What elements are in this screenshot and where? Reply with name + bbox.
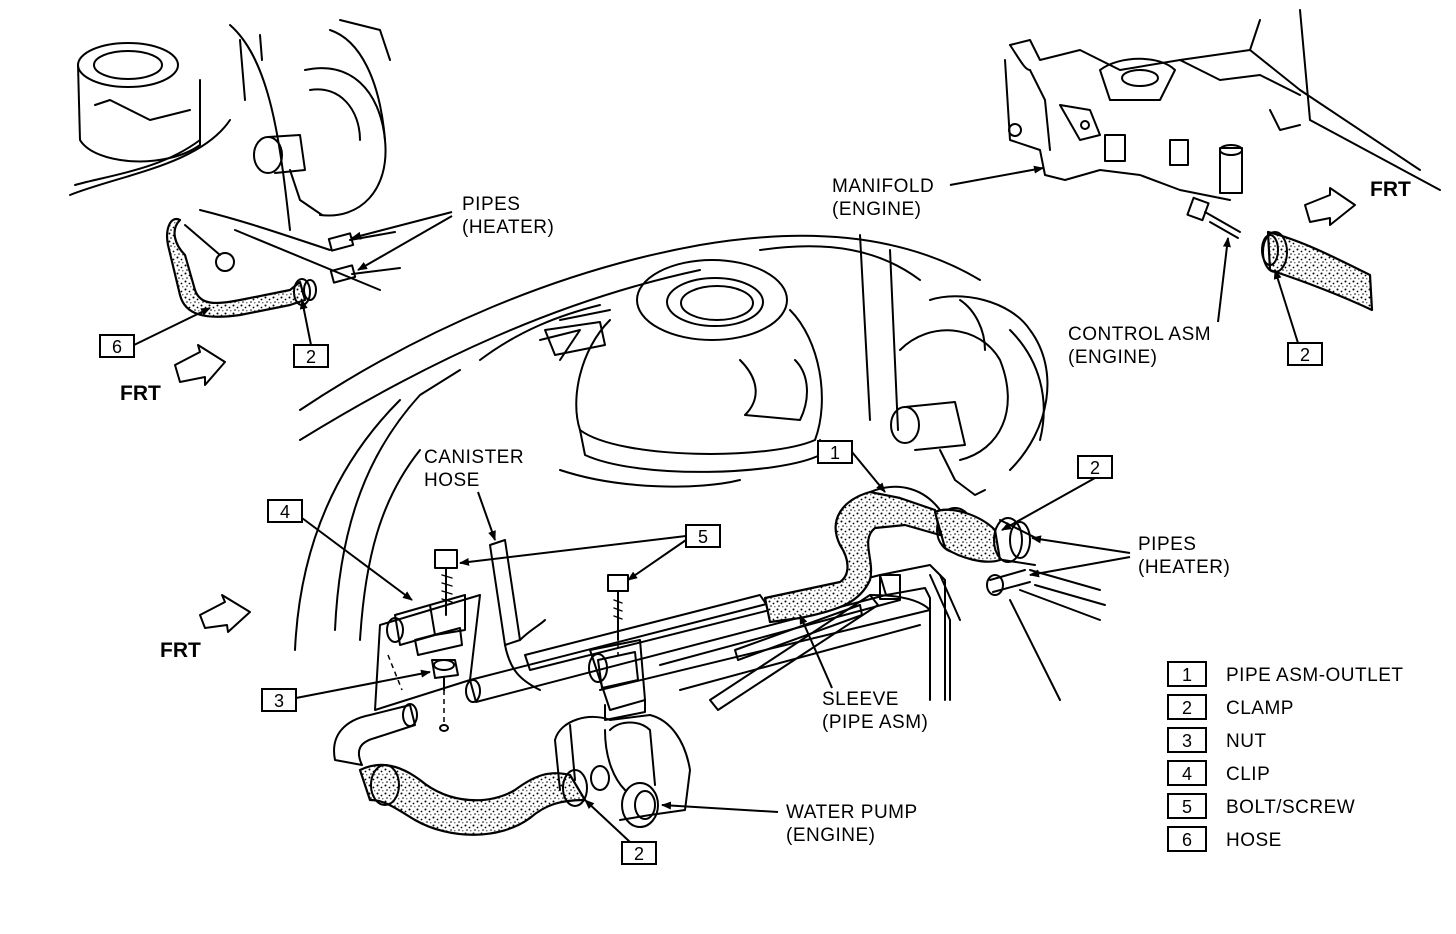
legend-row: 3 NUT — [1167, 727, 1267, 753]
svg-text:2: 2 — [1090, 458, 1100, 478]
callout-2-right: 2 — [1001, 455, 1113, 531]
pipes-heater-top-label-2: (HEATER) — [462, 217, 554, 238]
control-asm-label-1: CONTROL ASM — [1068, 324, 1211, 345]
svg-text:3: 3 — [274, 691, 284, 711]
svg-text:BOLT/SCREW: BOLT/SCREW — [1226, 797, 1355, 818]
legend-row: 4 CLIP — [1167, 760, 1270, 786]
legend-row: 1 PIPE ASM-OUTLET — [1167, 661, 1403, 687]
sleeve-label-1: SLEEVE — [822, 689, 899, 710]
frt-label-top-left: FRT — [120, 382, 161, 405]
canister-hose-label-2: HOSE — [424, 470, 480, 491]
pipes-heater-top-label-1: PIPES — [462, 194, 520, 215]
svg-text:6: 6 — [1182, 830, 1192, 850]
svg-text:HOSE: HOSE — [1226, 830, 1282, 851]
svg-text:1: 1 — [1182, 665, 1192, 685]
callout-6-top-left: 6 — [99, 307, 211, 358]
svg-text:3: 3 — [1182, 731, 1192, 751]
svg-text:CLIP: CLIP — [1226, 764, 1270, 785]
callout-5-main: 5 — [459, 524, 721, 581]
pipes-heater-top-arrow-2 — [357, 215, 453, 271]
parts-legend: 1 PIPE ASM-OUTLET 2 CLAMP 3 NUT 4 CLIP 5… — [1167, 661, 1403, 852]
svg-text:2: 2 — [1182, 698, 1192, 718]
callout-2-top-left: 2 — [293, 299, 329, 368]
svg-text:2: 2 — [634, 844, 644, 864]
frt-label-top-right: FRT — [1370, 178, 1411, 201]
pipes-heater-right-arrow-1 — [1031, 535, 1131, 554]
manifold-label-2: (ENGINE) — [832, 199, 922, 220]
callout-1-main: 1 — [817, 440, 886, 493]
canister-hose-label-1: CANISTER — [424, 447, 524, 468]
callout-2-top-right: 2 — [1273, 269, 1323, 366]
sleeve-arrow — [799, 614, 833, 689]
svg-text:CLAMP: CLAMP — [1226, 698, 1294, 719]
top-right-inset — [1004, 9, 1441, 312]
legend-row: 2 CLAMP — [1167, 694, 1294, 720]
legend-row: 6 HOSE — [1167, 826, 1282, 852]
main-view — [199, 234, 1106, 836]
water-pump-label-1: WATER PUMP — [786, 802, 918, 823]
svg-text:5: 5 — [1182, 797, 1192, 817]
water-pump-arrow — [661, 801, 779, 813]
svg-text:5: 5 — [698, 527, 708, 547]
svg-text:4: 4 — [1182, 764, 1192, 784]
svg-text:6: 6 — [112, 337, 122, 357]
canister-hose-arrow — [477, 491, 496, 541]
legend-row: 5 BOLT/SCREW — [1167, 793, 1355, 819]
control-asm-arrow — [1217, 237, 1231, 323]
pipes-heater-right-label-2: (HEATER) — [1138, 557, 1230, 578]
frt-label-main: FRT — [160, 639, 201, 662]
callout-3-main: 3 — [261, 669, 431, 712]
svg-text:2: 2 — [306, 347, 316, 367]
callout-2-bottom: 2 — [584, 799, 657, 865]
pipes-heater-top-arrow-1 — [351, 211, 453, 240]
pipes-heater-right-arrow-2 — [1029, 556, 1131, 578]
water-pump-label-2: (ENGINE) — [786, 825, 876, 846]
svg-text:NUT: NUT — [1226, 731, 1267, 752]
svg-text:4: 4 — [280, 502, 290, 522]
sleeve-label-2: (PIPE ASM) — [822, 712, 928, 733]
svg-text:PIPE ASM-OUTLET: PIPE ASM-OUTLET — [1226, 665, 1403, 686]
pipes-heater-right-label-1: PIPES — [1138, 534, 1196, 555]
callout-4-main: 4 — [267, 499, 413, 601]
top-left-inset — [69, 19, 401, 386]
control-asm-label-2: (ENGINE) — [1068, 347, 1158, 368]
svg-text:1: 1 — [830, 443, 840, 463]
manifold-arrow — [949, 165, 1044, 186]
manifold-label-1: MANIFOLD — [832, 176, 934, 197]
svg-text:2: 2 — [1300, 345, 1310, 365]
